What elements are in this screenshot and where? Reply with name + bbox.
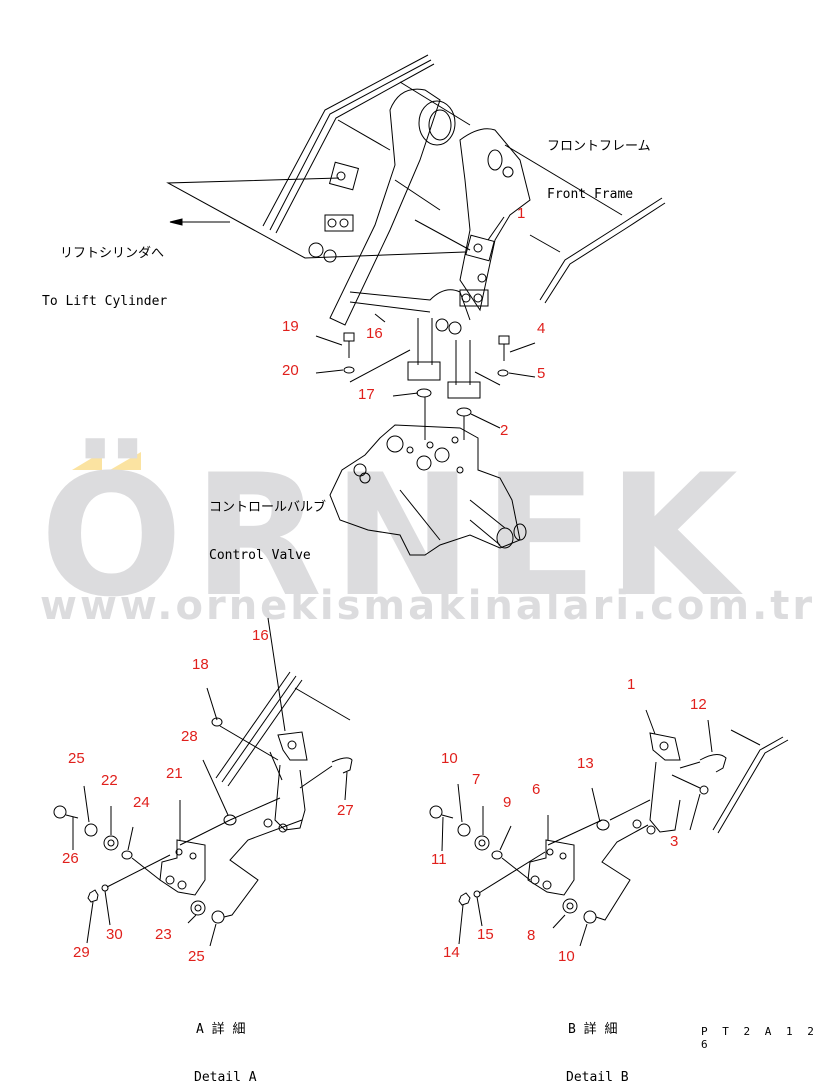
callout-number: 23 (155, 926, 172, 943)
callout-number: 4 (537, 320, 546, 337)
drawing-code: P T 2 A 1 2 6 (701, 1025, 818, 1051)
callout-number: 30 (106, 926, 123, 943)
callout-number: 17 (358, 386, 375, 403)
callout-number: 27 (337, 802, 354, 819)
callout-number: 8 (527, 927, 536, 944)
callout-number: 24 (133, 794, 150, 811)
callout-number: 10 (558, 948, 575, 965)
front-frame-jp: フロントフレーム (547, 139, 651, 154)
front-frame-drawing (166, 54, 666, 440)
watermark-brand: ÖRNEK (40, 438, 748, 634)
callout-number: 11 (431, 851, 447, 868)
front-frame-en: Front Frame (547, 187, 634, 202)
callout-number: 26 (62, 850, 79, 867)
to-lift-cylinder-label: リフトシリンダへ To Lift Cylinder (42, 214, 167, 342)
detail-a-jp: A 詳 細 (196, 1022, 246, 1037)
callout-number: 22 (101, 772, 118, 789)
detail-b-drawing (429, 709, 789, 947)
to-lift-cylinder-jp: リフトシリンダへ (60, 246, 165, 261)
detail-b-label: B 詳 細 Detail B (566, 990, 629, 1088)
callout-number: 29 (73, 944, 90, 961)
callout-number: 9 (503, 794, 512, 811)
to-lift-cylinder-en: To Lift Cylinder (42, 294, 168, 309)
callout-number: 25 (188, 948, 205, 965)
callout-number: 21 (166, 765, 183, 782)
front-frame-label: フロントフレーム Front Frame (547, 107, 651, 235)
control-valve-drawing (329, 424, 527, 556)
callout-number: 2 (500, 422, 509, 439)
callout-number: 14 (443, 944, 460, 961)
callout-number: 1 (627, 676, 636, 693)
callout-number: 10 (441, 750, 458, 767)
callout-number: 3 (670, 833, 679, 850)
callout-number: 19 (282, 318, 299, 335)
callout-number: 6 (532, 781, 541, 798)
control-valve-label: コントロールバルブ Control Valve (209, 468, 326, 596)
callout-number: 1 (517, 205, 526, 222)
callout-number: 7 (472, 771, 481, 788)
detail-a-en: Detail A (194, 1070, 257, 1085)
detail-a-drawing (53, 617, 353, 947)
callout-number: 18 (192, 656, 209, 673)
detail-b-jp: B 詳 細 (568, 1022, 618, 1037)
callout-number: 15 (477, 926, 494, 943)
callout-number: 13 (577, 755, 594, 772)
callout-number: 25 (68, 750, 85, 767)
callout-number: 16 (366, 325, 383, 342)
callout-number: 16 (252, 627, 269, 644)
detail-a-label: A 詳 細 Detail A (194, 990, 257, 1088)
watermark-url: www.ornekismakinalari.com.tr (40, 583, 816, 629)
control-valve-en: Control Valve (209, 548, 311, 563)
callout-number: 20 (282, 362, 299, 379)
callout-number: 12 (690, 696, 707, 713)
callout-number: 28 (181, 728, 198, 745)
control-valve-jp: コントロールバルブ (209, 500, 327, 515)
callout-number: 5 (537, 365, 546, 382)
detail-b-en: Detail B (566, 1070, 629, 1085)
